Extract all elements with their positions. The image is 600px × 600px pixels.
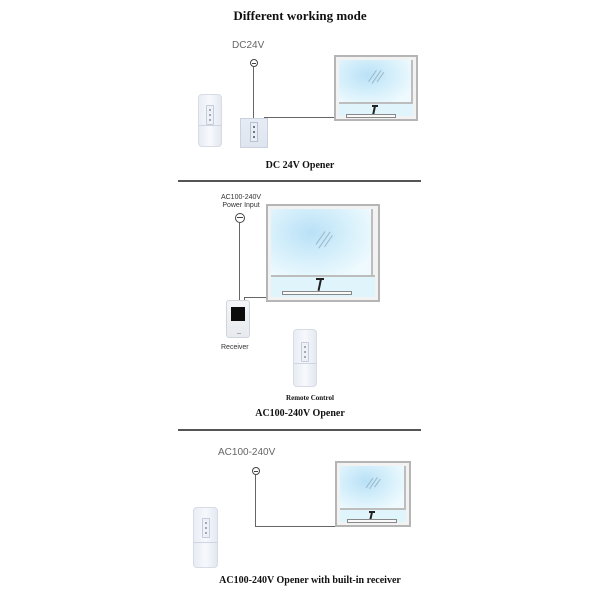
wire (244, 297, 245, 301)
wire (255, 526, 335, 527)
page-title: Different working mode (233, 8, 367, 23)
remote-control-icon (193, 507, 218, 568)
receiver-icon (226, 300, 250, 338)
section-divider (178, 180, 421, 182)
caption-ac-builtin: AC100-240V Opener with built-in receiver (219, 575, 401, 586)
remote-control-icon (293, 329, 317, 387)
power-label-line1: AC100-240V (220, 194, 262, 201)
wire (255, 475, 256, 527)
caption-ac: AC100-240V Opener (255, 408, 345, 419)
wire (264, 117, 334, 118)
power-symbol-icon (250, 59, 258, 67)
wire (239, 223, 240, 300)
section-divider (178, 429, 421, 431)
power-label-ac: AC100-240V Power Input (218, 194, 264, 210)
power-symbol-icon (235, 213, 245, 223)
remote-control-icon (198, 94, 222, 147)
power-symbol-icon (252, 467, 260, 475)
wall-switch-icon (240, 118, 268, 148)
wire (253, 67, 254, 119)
receiver-label: Receiver (221, 344, 249, 351)
power-label-line2: Power Input (222, 202, 260, 209)
power-label-dc24v: DC24V (232, 40, 265, 51)
window-actuator-icon (335, 461, 411, 527)
wire (244, 297, 284, 298)
window-actuator-icon (334, 55, 418, 121)
remote-control-label: Remote Control (286, 394, 334, 402)
power-label-ac-builtin: AC100-240V (218, 447, 276, 458)
caption-dc24v: DC 24V Opener (265, 160, 335, 171)
window-actuator-icon (266, 204, 380, 302)
